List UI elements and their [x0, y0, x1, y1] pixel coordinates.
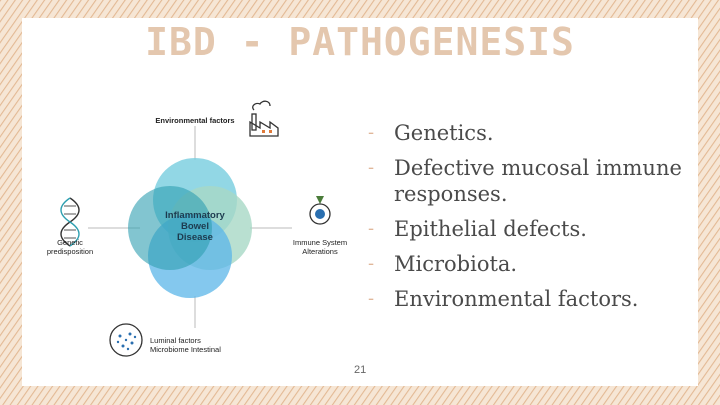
bullet-text: Defective mucosal immune responses.: [394, 156, 682, 206]
label-luminal: Luminal factors Microbiome Intestinal: [150, 336, 240, 354]
bullet-dash: -: [368, 155, 374, 181]
center-label-line-2: Bowel: [150, 221, 240, 232]
immune-cell-icon: [310, 196, 330, 224]
label-luminal-line-1: Luminal factors: [150, 336, 240, 345]
bullet-text: Genetics.: [394, 121, 494, 145]
bullet-item: -Microbiota.: [360, 251, 690, 277]
bullet-item: -Defective mucosal immune responses.: [360, 155, 690, 207]
bullet-dash: -: [368, 120, 374, 146]
label-genetic-line-1: Genetic: [40, 238, 100, 247]
center-label-line-3: Disease: [150, 232, 240, 243]
bullet-list: -Genetics. -Defective mucosal immune res…: [360, 120, 690, 321]
label-genetic-line-2: predisposition: [40, 247, 100, 256]
bullet-dash: -: [368, 286, 374, 312]
bullet-text: Environmental factors.: [394, 287, 638, 311]
bullet-dash: -: [368, 216, 374, 242]
page-number: 21: [354, 364, 366, 376]
bullet-text: Epithelial defects.: [394, 217, 587, 241]
slide-title: IBD - PATHOGENESIS: [0, 20, 720, 64]
bullet-item: -Genetics.: [360, 120, 690, 146]
bullet-item: -Environmental factors.: [360, 286, 690, 312]
center-label-line-1: Inflammatory: [150, 210, 240, 221]
factory-icon: [250, 101, 278, 136]
label-luminal-line-2: Microbiome Intestinal: [150, 345, 240, 354]
label-immune-line-2: Alterations: [284, 247, 356, 256]
microbiome-icon: [110, 324, 142, 356]
label-immune: Immune System Alterations: [284, 238, 356, 256]
center-label: Inflammatory Bowel Disease: [150, 210, 240, 243]
label-environmental: Environmental factors: [140, 116, 250, 125]
bullet-item: -Epithelial defects.: [360, 216, 690, 242]
label-genetic: Genetic predisposition: [40, 238, 100, 256]
bullet-text: Microbiota.: [394, 252, 517, 276]
label-immune-line-1: Immune System: [284, 238, 356, 247]
bullet-dash: -: [368, 251, 374, 277]
